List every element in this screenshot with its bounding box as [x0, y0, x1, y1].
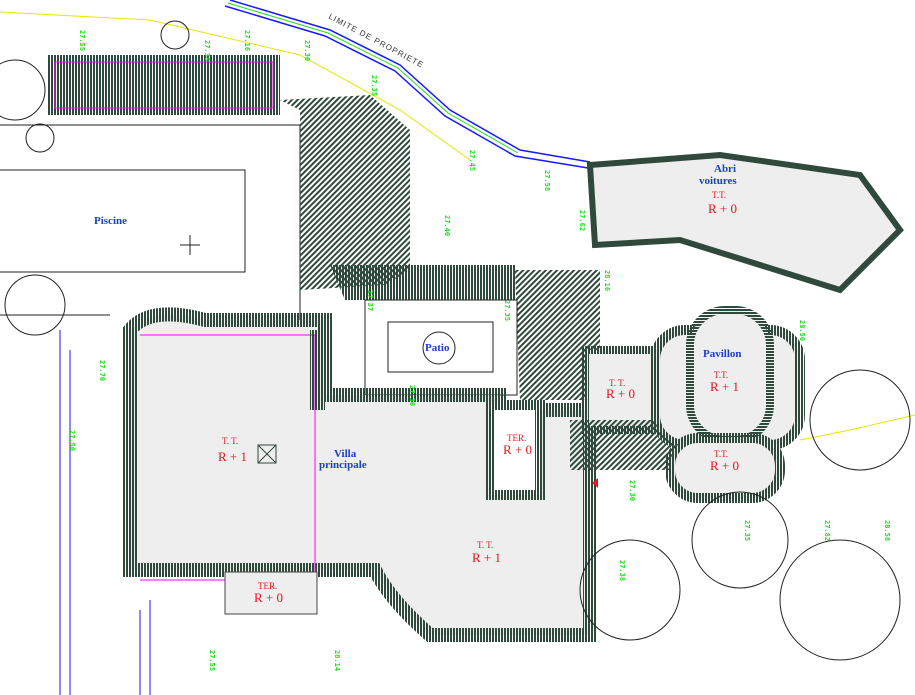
villa-left-type: T. T.	[222, 436, 238, 446]
elevation-mark: 27.58	[543, 170, 551, 191]
elevation-mark: 27.55	[208, 650, 216, 671]
elevation-mark: 27.30	[408, 385, 416, 406]
roof-north	[48, 55, 280, 115]
elevation-mark: 27.70	[98, 360, 106, 381]
trees	[0, 20, 911, 661]
tree-icon	[691, 491, 789, 589]
villa-right-type: T. T.	[477, 540, 493, 550]
annex-level: R + 0	[606, 386, 635, 401]
elevation-mark: 27.30	[303, 40, 311, 61]
elevation-mark: 27.38	[618, 560, 626, 581]
tree-icon	[25, 123, 55, 153]
terrace-bottom-level: R + 0	[254, 590, 283, 605]
elevation-mark: 27.30	[628, 480, 636, 501]
abri-level: R + 0	[708, 201, 737, 216]
elevation-mark: 27.16	[243, 30, 251, 51]
skylight-icon	[257, 444, 277, 464]
elevation-mark: 28.50	[798, 320, 806, 341]
terrace-mid-type: TER.	[507, 433, 526, 443]
pavillon-label: Pavillon	[703, 348, 742, 360]
pavillon-building	[650, 306, 805, 503]
elevation-mark: 27.35	[503, 300, 511, 321]
roof-link	[330, 265, 515, 300]
abri-name-2: voitures	[699, 175, 737, 187]
annex-building	[581, 346, 661, 434]
crosshair-icon	[180, 235, 200, 255]
roof-central	[280, 95, 410, 290]
elevation-mark: 28.14	[333, 650, 341, 671]
tree-icon	[0, 59, 46, 121]
patio-label: Patio	[425, 342, 450, 354]
villa-name-2: principale	[319, 459, 367, 471]
elevation-mark: 27.50	[68, 430, 76, 451]
elevation-mark: 28.16	[603, 270, 611, 291]
patio-court	[364, 299, 518, 396]
elevation-mark: 27.82	[823, 520, 831, 541]
annex-type: T. T.	[609, 378, 625, 388]
roof-east	[515, 270, 600, 400]
abri-voitures-building	[586, 151, 904, 294]
elevation-mark: 27.35	[370, 75, 378, 96]
terrace-bottom-type: TER.	[258, 581, 277, 591]
elevation-mark: 28.58	[883, 520, 891, 541]
elevation-mark: 27.40	[443, 215, 451, 236]
tree-icon	[4, 274, 66, 336]
fountain-icon	[422, 331, 456, 365]
terrace-mid-level: R + 0	[503, 442, 532, 457]
villa-right-level: R + 1	[472, 550, 501, 565]
pavillon-main-type: T.T.	[714, 370, 728, 380]
tree-icon	[579, 539, 681, 641]
elevation-mark: 27.62	[578, 210, 586, 231]
elevation-mark: 27.45	[468, 150, 476, 171]
villa-name-1: Villa	[334, 448, 357, 460]
elevation-mark: 27.38	[203, 40, 211, 61]
abri-name-1: Abri	[714, 163, 736, 175]
tree-icon	[779, 539, 901, 661]
elevation-mark: 27.37	[366, 290, 374, 311]
entrance-arrow-icon	[592, 478, 598, 488]
piscine-label: Piscine	[94, 215, 127, 227]
tree-icon	[160, 20, 190, 50]
elevation-mark: 27.55	[78, 30, 86, 51]
tree-icon	[809, 369, 911, 471]
abri-type: T.T.	[712, 190, 726, 200]
pavillon-main-level: R + 1	[710, 379, 739, 394]
terrace-mid	[485, 400, 545, 500]
pavillon-lower-type: T.T.	[714, 449, 728, 459]
pavillon-lower-level: R + 0	[710, 458, 739, 473]
terrace-bottom	[224, 571, 318, 615]
elevation-mark: 27.35	[743, 520, 751, 541]
villa-left-level: R + 1	[218, 449, 247, 464]
